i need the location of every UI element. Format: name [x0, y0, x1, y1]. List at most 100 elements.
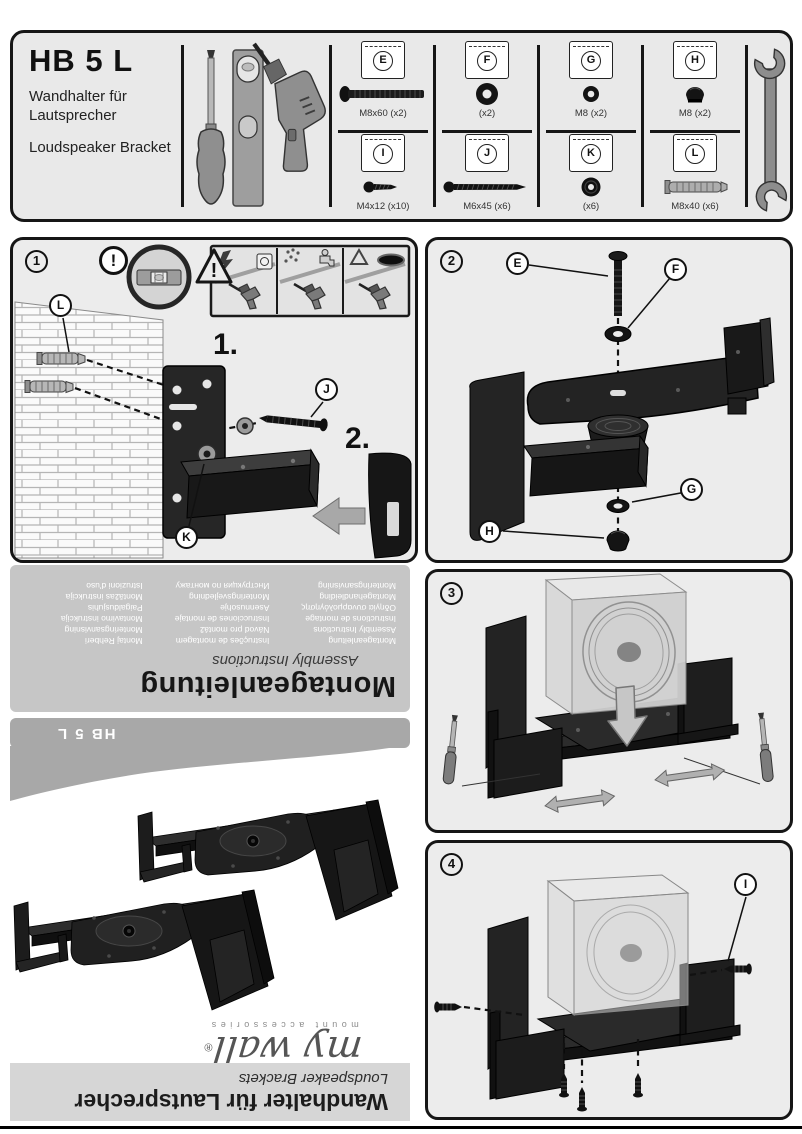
part-cell-L: L M8x40 (x6) — [644, 134, 746, 212]
part-letter: H — [685, 51, 705, 72]
language-item: Montāžas instrukcija — [65, 592, 143, 602]
step-number: 3 — [440, 582, 463, 605]
parts-bag-icon: F — [465, 41, 509, 79]
parts-bag-icon: H — [673, 41, 717, 79]
warning-exclamation: ! — [211, 260, 218, 282]
parts-bag-icon: K — [569, 134, 613, 172]
divider — [338, 130, 428, 133]
screw-illustration — [433, 1001, 463, 1013]
cover-title-band: Wandhalter für Lautsprecher Loudspeaker … — [10, 1063, 410, 1121]
cap-nut-icon — [686, 87, 704, 103]
spirit-level-reminder — [126, 244, 192, 310]
screw-illustration — [576, 1086, 588, 1112]
model-title: HB 5 L — [29, 43, 134, 78]
brand-logo: my wall® mount accessories — [168, 1008, 398, 1072]
cover-heading: Montageanleitung — [139, 670, 396, 702]
cover-title-en: Loudspeaker Brackets — [238, 1070, 388, 1087]
language-item: Instrucciones de montaje — [174, 614, 270, 624]
part-cell-G: G M8 (x2) — [540, 41, 642, 119]
product-photo-brackets — [13, 799, 399, 1011]
wall-arm-assembly — [469, 371, 649, 541]
product-subtitle-de-2: Lautsprecher — [29, 107, 117, 124]
part-letter: E — [373, 51, 393, 72]
language-list-1: Montageanleitung Assembly Instructions I… — [277, 580, 396, 646]
language-item: Instruções de montagem — [175, 636, 270, 646]
drill-icon — [252, 42, 326, 172]
hex-bolt-icon — [339, 86, 424, 102]
spirit-level-icon — [232, 49, 264, 207]
callout-lines — [502, 264, 687, 539]
bracket-base — [487, 916, 741, 1100]
cover-title-de: Wandhalter für Lautsprecher — [74, 1089, 388, 1115]
bracket-arm — [180, 448, 320, 519]
part-spec: M8 (x2) — [574, 108, 608, 119]
part-spec: (x6) — [582, 201, 600, 212]
part-cell-H: H M8 (x2) — [644, 41, 746, 119]
language-item: Monteringsvejledning — [189, 592, 270, 602]
rubber-washer-icon — [581, 177, 601, 197]
parts-bag-icon: I — [361, 134, 405, 172]
step-3-diagram — [442, 573, 775, 815]
callout-K: K — [175, 526, 198, 549]
part-spec: (x2) — [478, 108, 496, 119]
screw-short-icon — [363, 181, 397, 193]
assembly-guides — [463, 968, 723, 1083]
page-bottom-rule — [0, 1126, 802, 1129]
screwdriver-icon — [196, 50, 226, 205]
divider — [442, 130, 532, 133]
speaker-tray — [526, 317, 775, 425]
tools-illustration — [196, 42, 326, 207]
washer-illustration — [606, 499, 630, 513]
cover-language-block: Montageanleitung Assembly Instructions M… — [10, 565, 410, 712]
divider — [433, 45, 436, 207]
screw-illustration — [257, 411, 329, 433]
language-item: Assembly Instructions — [313, 625, 396, 635]
callout-lines — [727, 896, 747, 962]
part-cell-I: I M4x12 (x10) — [332, 134, 434, 212]
screwdriver-illustration — [442, 714, 461, 785]
part-spec: M8x60 (x2) — [359, 108, 407, 119]
part-letter: K — [581, 144, 601, 165]
product-subtitle-de-1: Wandhalter für — [29, 88, 127, 105]
product-title-block: HB 5 L Wandhalter für Lautsprecher Louds… — [29, 43, 179, 156]
substep-2-label: 2. — [345, 422, 371, 455]
cover-slot — [387, 502, 399, 536]
divider — [181, 45, 184, 207]
part-spec: M8x40 (x6) — [671, 201, 719, 212]
header-parts-box: HB 5 L Wandhalter für Lautsprecher Louds… — [10, 30, 793, 222]
divider — [641, 45, 644, 207]
hazard-gas-cell — [344, 247, 406, 311]
language-item: Montavimo instrukcija — [60, 614, 143, 624]
language-item: Monteringsanvisning — [64, 625, 143, 635]
wall-plug-illustration — [36, 352, 86, 366]
parts-bag-icon: G — [569, 41, 613, 79]
step-3-panel: 3 — [425, 569, 793, 833]
drilling-hazard-strip — [209, 244, 411, 318]
bolt-illustration — [608, 251, 628, 316]
registered-mark: ® — [204, 1040, 213, 1053]
washer-small-icon — [583, 86, 599, 102]
step-4-diagram — [433, 874, 753, 1112]
callout-E: E — [506, 252, 529, 275]
substep-1-label: 1. — [213, 328, 239, 361]
callout-J: J — [315, 378, 338, 401]
language-item: Istruzioni d'uso — [86, 581, 143, 591]
language-item: Instructions de montage — [305, 614, 396, 624]
step-2-diagram — [469, 251, 775, 552]
product-subtitle-en: Loudspeaker Bracket — [29, 139, 171, 156]
step-number: 2 — [440, 250, 463, 273]
part-letter: I — [373, 144, 393, 165]
divider — [329, 45, 332, 207]
washer-large-icon — [476, 83, 498, 105]
part-cell-E: E M8x60 (x2) — [332, 41, 434, 119]
language-item: Asennusohje — [220, 603, 270, 613]
callout-L: L — [49, 294, 72, 317]
wall-plug-icon — [664, 180, 728, 194]
part-spec: M6x45 (x6) — [463, 201, 511, 212]
slide-direction-arrow — [312, 497, 366, 535]
callout-I: I — [734, 873, 757, 896]
part-letter: G — [581, 51, 601, 72]
place-speaker-arrow — [607, 685, 648, 747]
callout-G: G — [680, 478, 703, 501]
